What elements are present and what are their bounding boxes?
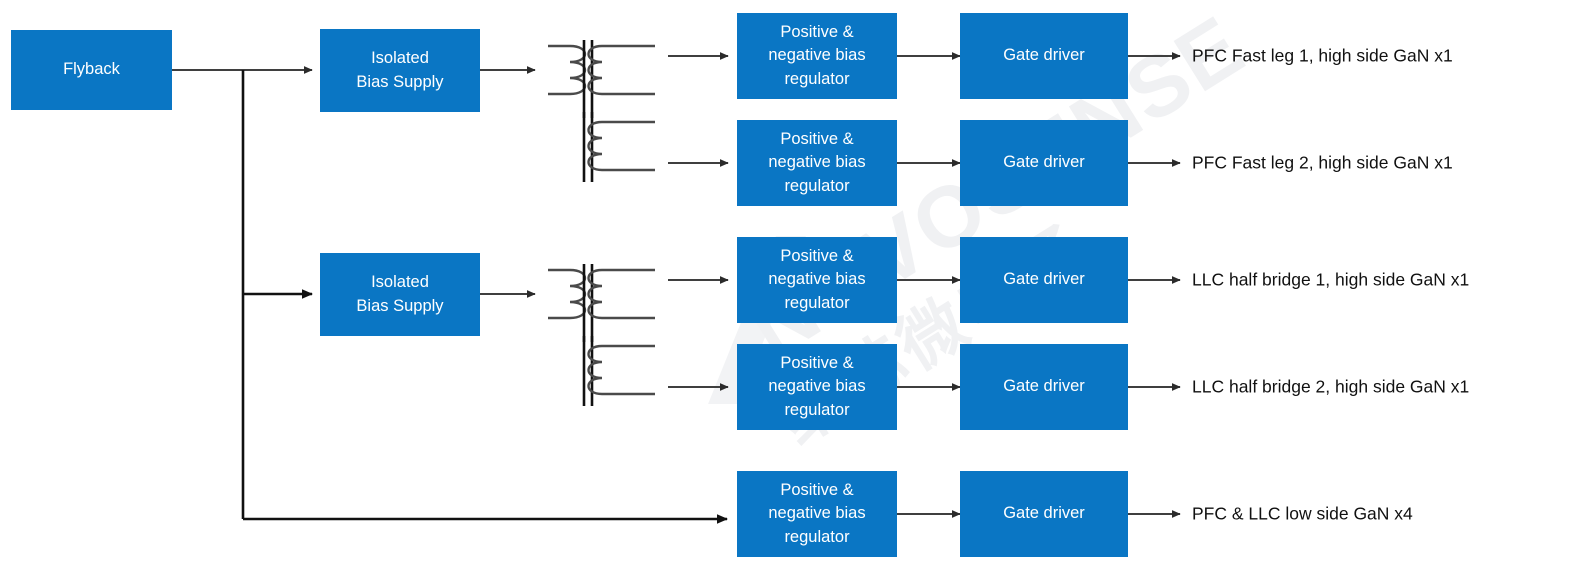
- block-gate-driver-1-label: Gate driver: [1003, 46, 1085, 65]
- output-label-1: PFC Fast leg 1, high side GaN x1: [1192, 45, 1453, 66]
- reg3-line1: Positive &: [780, 246, 854, 265]
- reg4-line1: Positive &: [780, 353, 854, 372]
- output-label-5: PFC & LLC low side GaN x4: [1192, 503, 1413, 524]
- ibs2-line1: Isolated: [371, 273, 429, 292]
- block-bias-regulator-1[interactable]: Positive & negative bias regulator: [737, 13, 897, 99]
- reg4-line2: negative bias: [768, 377, 866, 396]
- block-gate-driver-5[interactable]: Gate driver: [960, 471, 1128, 557]
- block-bias-regulator-4[interactable]: Positive & negative bias regulator: [737, 344, 897, 430]
- output-label-3: LLC half bridge 1, high side GaN x1: [1192, 269, 1470, 290]
- reg1-line1: Positive &: [780, 22, 854, 41]
- block-isolated-bias-supply-2[interactable]: Isolated Bias Supply: [320, 253, 480, 336]
- reg2-line1: Positive &: [780, 129, 854, 148]
- block-isolated-bias-supply-2-label: Isolated Bias Supply: [356, 271, 443, 318]
- reg2-line2: negative bias: [768, 153, 866, 172]
- block-gate-driver-2[interactable]: Gate driver: [960, 120, 1128, 206]
- reg3-line3: regulator: [784, 293, 850, 312]
- ibs2-line2: Bias Supply: [356, 296, 444, 315]
- output-label-4: LLC half bridge 2, high side GaN x1: [1192, 376, 1470, 397]
- block-flyback[interactable]: Flyback: [11, 30, 172, 110]
- block-gate-driver-3-label: Gate driver: [1003, 270, 1085, 289]
- block-gate-driver-3[interactable]: Gate driver: [960, 237, 1128, 323]
- block-isolated-bias-supply-1-label: Isolated Bias Supply: [356, 47, 443, 94]
- ibs1-line1: Isolated: [371, 49, 429, 68]
- block-gate-driver-2-label: Gate driver: [1003, 153, 1085, 172]
- output-label-2: PFC Fast leg 2, high side GaN x1: [1192, 152, 1453, 173]
- block-bias-regulator-5-label: Positive & negative bias regulator: [768, 479, 865, 549]
- block-flyback-label: Flyback: [63, 60, 120, 79]
- reg5-line1: Positive &: [780, 480, 854, 499]
- block-bias-regulator-3-label: Positive & negative bias regulator: [768, 245, 865, 315]
- block-gate-driver-1[interactable]: Gate driver: [960, 13, 1128, 99]
- block-bias-regulator-3[interactable]: Positive & negative bias regulator: [737, 237, 897, 323]
- block-gate-driver-5-label: Gate driver: [1003, 504, 1085, 523]
- ibs1-line2: Bias Supply: [356, 72, 444, 91]
- block-bias-regulator-2-label: Positive & negative bias regulator: [768, 128, 865, 198]
- reg4-line3: regulator: [784, 400, 850, 419]
- reg5-line3: regulator: [784, 527, 850, 546]
- reg1-line3: regulator: [784, 69, 850, 88]
- block-gate-driver-4-label: Gate driver: [1003, 377, 1085, 396]
- reg5-line2: negative bias: [768, 504, 866, 523]
- block-gate-driver-4[interactable]: Gate driver: [960, 344, 1128, 430]
- block-isolated-bias-supply-1[interactable]: Isolated Bias Supply: [320, 29, 480, 112]
- reg3-line2: negative bias: [768, 270, 866, 289]
- reg1-line2: negative bias: [768, 46, 866, 65]
- reg2-line3: regulator: [784, 176, 850, 195]
- block-bias-regulator-5[interactable]: Positive & negative bias regulator: [737, 471, 897, 557]
- block-bias-regulator-2[interactable]: Positive & negative bias regulator: [737, 120, 897, 206]
- block-bias-regulator-1-label: Positive & negative bias regulator: [768, 21, 865, 91]
- block-bias-regulator-4-label: Positive & negative bias regulator: [768, 352, 865, 422]
